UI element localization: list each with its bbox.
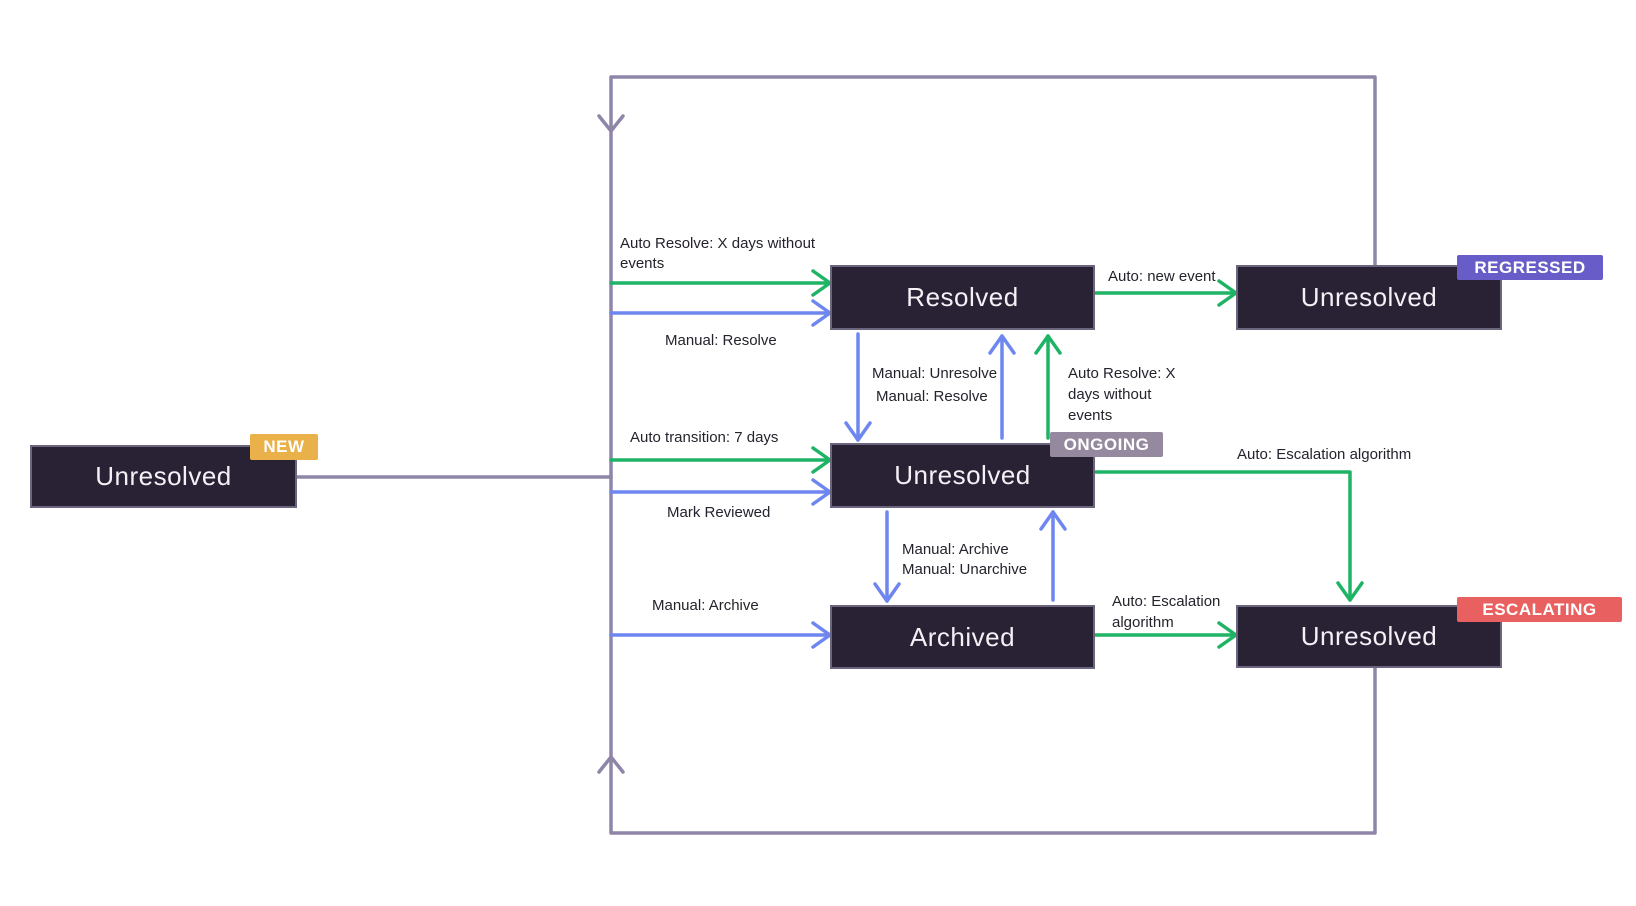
- edge-manual-resolve-new: [609, 299, 832, 327]
- label-auto-escalation-ongoing: Auto: Escalation algorithm: [1237, 446, 1412, 463]
- label-auto-resolve-ongoing: Auto Resolve: X days without events: [1068, 365, 1176, 424]
- label-mark-reviewed: Mark Reviewed: [667, 504, 771, 521]
- label-manual-unarchive: Manual: Unarchive: [902, 561, 1028, 578]
- loop-line: [295, 75, 1377, 835]
- edge-mark-reviewed: [609, 478, 832, 506]
- edge-manual-unresolve: [844, 332, 872, 442]
- label-manual-resolve-mid: Manual: Resolve: [876, 388, 988, 405]
- edge-auto-resolve-new: [609, 269, 832, 297]
- label-manual-archive-new: Manual: Archive: [652, 597, 759, 614]
- edge-auto-resolve-ongoing: [1034, 334, 1062, 440]
- node-resolved: Resolved: [830, 265, 1095, 330]
- edge-auto-transition-7-days: [609, 446, 832, 474]
- loop-arrow-down-icon: [597, 114, 625, 133]
- edge-manual-archive-mid: [873, 510, 901, 603]
- edge-manual-archive-new: [609, 621, 832, 649]
- badge-escalating: ESCALATING: [1457, 597, 1622, 622]
- loop-arrow-up-icon: [597, 755, 625, 774]
- node-archived: Archived: [830, 605, 1095, 669]
- label-manual-archive-mid: Manual: Archive: [902, 541, 1009, 558]
- label-manual-resolve-new: Manual: Resolve: [665, 332, 777, 349]
- badge-regressed: REGRESSED: [1457, 255, 1603, 280]
- node-label: Unresolved: [894, 460, 1031, 490]
- label-auto-new-event: Auto: new event: [1108, 268, 1216, 285]
- edge-manual-unarchive: [1039, 510, 1067, 602]
- label-auto-escalation-archived: Auto: Escalation algorithm: [1112, 593, 1221, 631]
- node-label: Archived: [909, 621, 1016, 652]
- badge-ongoing: ONGOING: [1050, 432, 1163, 457]
- node-label: Unresolved: [95, 461, 232, 491]
- label-auto-transition: Auto transition: 7 days: [630, 429, 779, 446]
- node-label: Unresolved: [1300, 282, 1438, 312]
- label-manual-unresolve: Manual: Unresolve: [872, 365, 998, 382]
- node-label: Resolved: [906, 282, 1019, 312]
- badge-new: NEW: [250, 434, 318, 460]
- edge-manual-resolve-mid: [988, 334, 1016, 440]
- label-auto-resolve-new: Auto Resolve: X days without events: [620, 235, 816, 272]
- edge-auto-escalation-ongoing: [1093, 470, 1364, 602]
- node-label: Unresolved: [1300, 621, 1438, 651]
